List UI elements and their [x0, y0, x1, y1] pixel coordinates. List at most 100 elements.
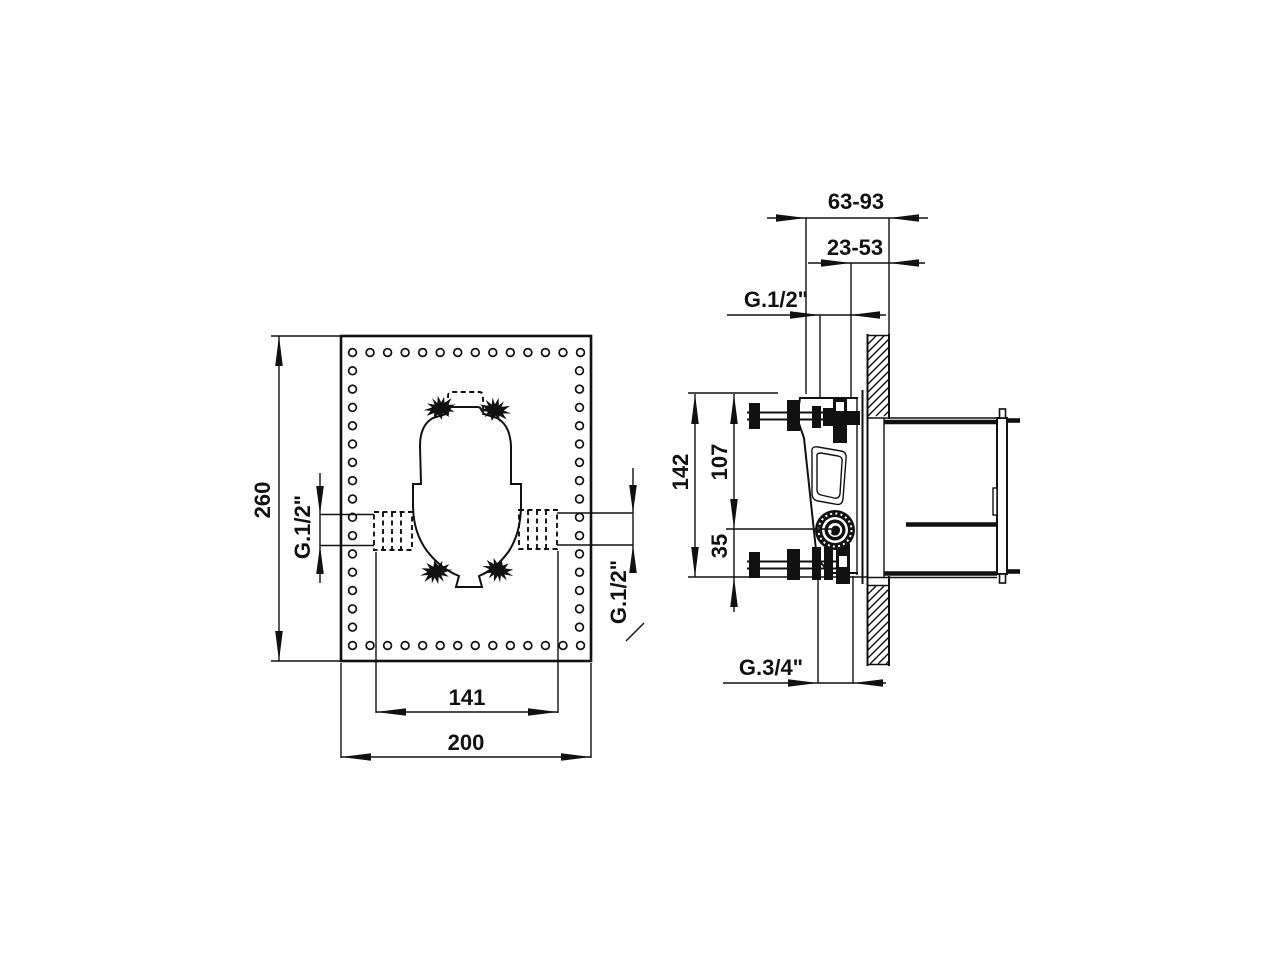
mounting-hole	[452, 347, 463, 358]
wall-hatch-line	[867, 346, 890, 369]
dim-label-overall-height: 142	[668, 454, 693, 491]
dim-thread-right: G.1/2"	[557, 468, 645, 642]
mounting-hole	[400, 347, 410, 358]
mounting-hole	[382, 347, 393, 358]
dim-upper-lower-spans: 107 35	[707, 394, 738, 612]
mounting-hole	[347, 347, 358, 358]
wall-hatch-line	[867, 378, 890, 401]
wall-hatch-line	[867, 585, 877, 595]
dim-label-height: 260	[250, 482, 275, 519]
mounting-hole	[558, 347, 568, 358]
mounting-hole	[574, 585, 585, 596]
dim-label-thread-bottom: G.3/4"	[739, 655, 803, 680]
wall-hatch-line	[867, 636, 890, 659]
mounting-hole	[574, 549, 585, 559]
mounting-hole	[347, 604, 358, 614]
wall-hatch-line	[875, 402, 890, 417]
side-view: 63-93 23-53 G.1/2" 142	[668, 189, 1020, 687]
mounting-hole	[347, 585, 358, 596]
mounting-hole	[347, 640, 358, 651]
mounting-hole	[523, 347, 533, 358]
valve-front-outline	[412, 406, 522, 588]
mounting-plate	[339, 334, 593, 663]
wall-section	[866, 334, 890, 666]
mounting-hole	[488, 347, 498, 358]
wall-hatch-line	[867, 354, 890, 377]
mounting-hole	[435, 640, 445, 651]
mounting-hole	[400, 640, 410, 651]
mounting-hole	[574, 457, 585, 468]
mounting-hole	[574, 366, 585, 376]
mounting-hole	[347, 439, 358, 449]
mounting-hole	[365, 347, 375, 358]
dim-label-width: 200	[448, 730, 485, 755]
dim-label-lower-span: 35	[707, 534, 732, 558]
wall-hatch-line	[869, 644, 890, 665]
dim-height-260: 260	[250, 335, 340, 662]
wall-hatch-line	[867, 338, 890, 361]
mounting-hole	[558, 640, 568, 651]
wall-hatch-line	[867, 370, 890, 393]
wall-hatch-line	[867, 362, 890, 385]
dim-label-depth-range: 63-93	[828, 189, 884, 214]
dim-label-upper-span: 107	[707, 444, 732, 481]
mounting-hole	[347, 457, 358, 468]
wall-hatch-line	[877, 652, 890, 665]
mounting-hole	[505, 347, 516, 358]
mounting-hole	[347, 567, 358, 577]
reference-lines	[688, 392, 868, 578]
dim-depth-range: 63-93	[767, 189, 928, 394]
dim-port-spacing-141: 141	[375, 551, 559, 716]
mounting-hole	[417, 347, 428, 358]
mounting-hole	[347, 622, 358, 632]
mounting-hole	[574, 567, 585, 577]
front-view: <537 x1="537" y1="510" x2="537" y2="549"…	[250, 334, 645, 761]
mounting-hole	[574, 439, 585, 449]
plate-holes	[347, 347, 586, 651]
mounting-hole	[470, 640, 481, 651]
wall-hatch-line	[867, 620, 890, 643]
mounting-hole	[347, 530, 358, 541]
mounting-hole	[574, 494, 585, 504]
cartridge-outline	[811, 446, 847, 506]
mounting-hole	[347, 420, 358, 431]
wall-hatch-line	[867, 335, 885, 353]
dim-trim-range: 23-53	[808, 235, 925, 398]
dim-thread-bottom-outlet: G.3/4"	[723, 576, 886, 687]
mounting-hole	[452, 640, 463, 651]
valve-cap-hidden-outline	[447, 391, 484, 415]
mounting-hole	[540, 640, 551, 651]
bottom-mounting-bolt	[747, 544, 850, 584]
mounting-box	[868, 408, 1020, 584]
wall-hatch-line	[867, 628, 890, 651]
dim-label-trim-range: 23-53	[827, 235, 883, 260]
mounting-hole	[574, 622, 585, 632]
mounting-hole	[574, 475, 585, 486]
mounting-hole	[347, 366, 358, 376]
wall-hatch-line	[867, 588, 890, 611]
mounting-hole	[574, 420, 585, 431]
wall-hatch-line	[867, 394, 890, 417]
wall-hatch	[867, 335, 890, 665]
mounting-hole	[347, 494, 358, 504]
mounting-hole	[488, 640, 498, 651]
dim-label-thread-top: G.1/2"	[744, 287, 808, 312]
mounting-hole	[574, 604, 585, 614]
valve-body-front: <537 x1="537" y1="510" x2="537" y2="549"…	[373, 391, 558, 588]
port-right: <537 x1="537" y1="510" x2="537" y2="549"…	[518, 509, 558, 550]
retaining-bar	[996, 417, 1008, 575]
mounting-hole	[347, 549, 358, 559]
knob-arrow-glyph	[829, 523, 843, 536]
top-mounting-bolt	[747, 399, 860, 443]
dim-label-thread-right: G.1/2"	[606, 560, 631, 624]
mounting-hole	[347, 402, 358, 413]
mounting-hole	[505, 640, 516, 651]
valve-body-side	[747, 390, 864, 584]
mounting-hole	[574, 512, 585, 523]
mounting-hole	[574, 530, 585, 541]
mounting-hole	[540, 347, 551, 358]
dim-thread-top-outlet: G.1/2"	[727, 287, 886, 398]
wall-hatch-line	[867, 596, 890, 619]
